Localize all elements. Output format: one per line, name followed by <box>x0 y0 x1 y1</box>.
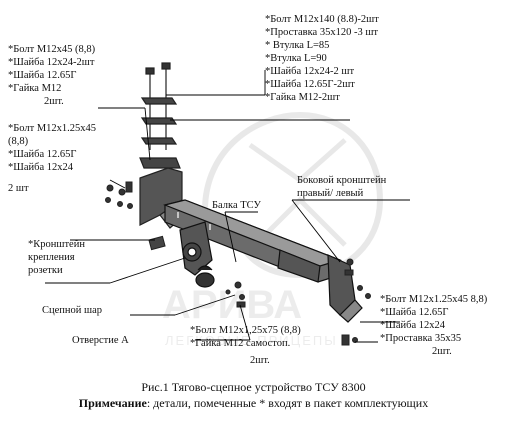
parts-line: *Шайба 12х24-2 шт <box>265 66 355 77</box>
beam-label: Балка ТСУ <box>212 200 261 211</box>
ball-mount <box>179 221 215 288</box>
watermark-text: АРИВА <box>162 283 302 327</box>
figure-note: Примечание: детали, помеченные * входят … <box>0 396 507 411</box>
hole-label: Отверстие А <box>72 335 129 346</box>
parts-line: *Проставка 35х120 -3 шт <box>265 27 378 38</box>
towbar-beam <box>163 199 342 283</box>
parts-line: *Шайба 12х24 <box>8 162 73 173</box>
parts-line: *Шайба 12.65Г-2шт <box>265 79 355 90</box>
mid-left-parts-list: *Болт М12х1.25х45 (8,8) *Шайба 12.65Г *Ш… <box>8 122 96 195</box>
leader-lines <box>45 70 410 343</box>
parts-line: * Втулка L=85 <box>265 40 330 51</box>
right-side-bracket <box>327 254 363 323</box>
parts-line: *Болт М12х45 (8,8) <box>8 44 96 55</box>
parts-line: *Гайка М12 самостоп. <box>190 338 291 349</box>
parts-line: *Проставка 35х35 <box>380 333 462 344</box>
left-small-hardware <box>105 181 133 209</box>
parts-line: 2шт. <box>432 346 452 357</box>
socket-bracket-label: *Кронштейн крепления розетки <box>28 239 85 276</box>
parts-line: *Шайба 12х24 <box>380 320 445 331</box>
parts-line: *Шайба 12.65Г <box>8 70 77 81</box>
left-bolt-stack <box>139 62 181 169</box>
note-label: Примечание <box>78 396 147 410</box>
side-bracket-label: Боковой кронштейн правый/ левый <box>297 175 387 199</box>
note-text: : детали, помеченные * входят в пакет ко… <box>146 396 429 410</box>
parts-line: *Гайка М12-2шт <box>265 92 340 103</box>
parts-line: *Гайка М12 <box>8 83 62 94</box>
parts-line: *Болт М12х1.25х45 8,8) <box>380 294 488 305</box>
parts-line: 2шт. <box>44 96 64 107</box>
parts-line: 2шт. <box>250 355 270 366</box>
watermark-subtext: ЛЕГКОВЫЕ ПРИЦЕПЫ <box>165 333 338 348</box>
watermark: АРИВА ЛЕГКОВЫЕ ПРИЦЕПЫ <box>162 111 384 348</box>
figure-caption: Рис.1 Тягово-сцепное устройство ТСУ 8300 <box>141 380 366 394</box>
right-small-hardware <box>341 258 371 346</box>
socket-bracket <box>148 235 166 251</box>
top-left-parts-list: *Болт М12х45 (8,8) *Шайба 12х24-2шт *Шай… <box>8 43 95 108</box>
top-right-parts-list: *Болт М12х140 (8.8)-2шт *Проставка 35х12… <box>265 13 379 104</box>
bottom-right-parts-list: *Болт М12х1.25х45 8,8) *Шайба 12.65Г *Ша… <box>380 293 487 358</box>
parts-line: 2 шт <box>8 183 29 194</box>
parts-line: *Шайба 12.65Г <box>380 307 449 318</box>
parts-line: *Болт М12х140 (8.8)-2шт <box>265 14 379 25</box>
parts-line: *Болт М12х1,25х75 (8,8) <box>190 325 301 336</box>
ball-label: Сцепной шар <box>42 305 103 316</box>
parts-line: *Втулка L=90 <box>265 53 327 64</box>
parts-line: *Шайба 12.65Г <box>8 149 77 160</box>
bottom-center-parts-list: *Болт М12х1,25х75 (8,8) *Гайка М12 самос… <box>190 324 301 367</box>
parts-line: *Шайба 12х24-2шт <box>8 57 95 68</box>
parts-line: (8,8) <box>8 136 29 147</box>
parts-line: *Болт М12х1.25х45 <box>8 123 97 134</box>
